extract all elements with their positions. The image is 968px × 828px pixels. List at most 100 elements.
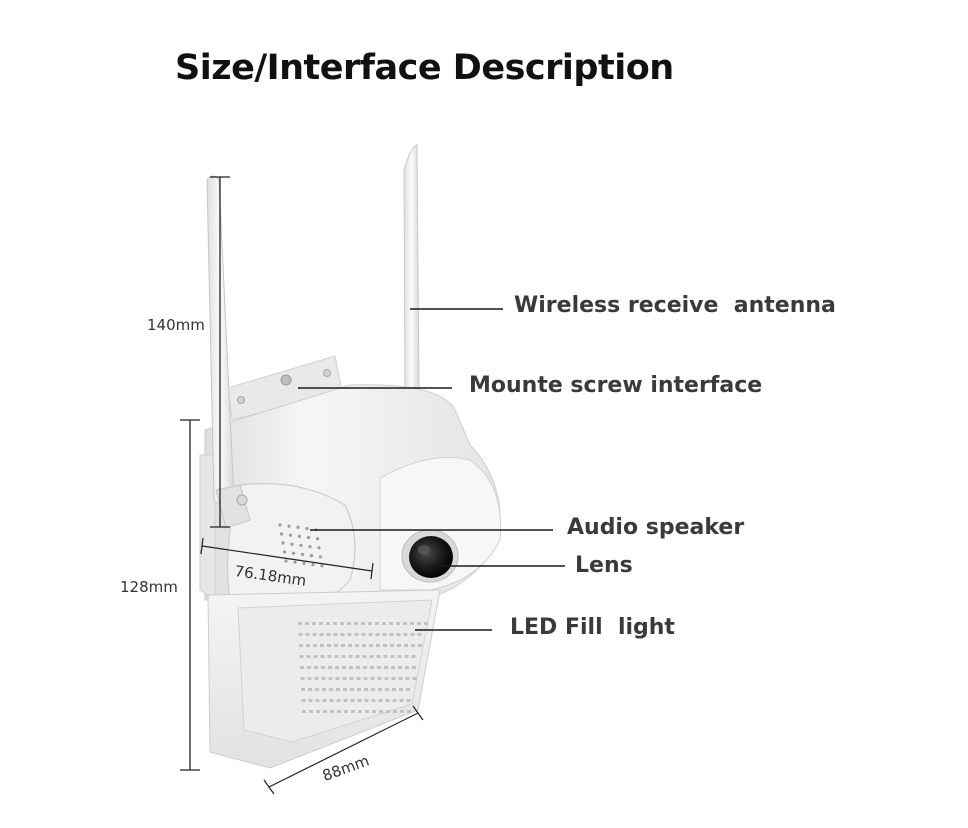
led-bead — [412, 666, 416, 669]
label-lens: Lens — [575, 553, 633, 578]
speaker-hole — [296, 525, 300, 530]
led-bead — [319, 622, 323, 625]
speaker-hole — [299, 543, 303, 548]
led-bead — [300, 666, 304, 669]
led-bead — [364, 699, 369, 702]
led-bead — [403, 622, 407, 625]
led-bead — [405, 677, 410, 680]
led-bead — [341, 644, 345, 647]
dimension-label-body-height: 128mm — [120, 578, 178, 596]
led-bead — [348, 644, 352, 647]
led-bead — [377, 677, 382, 680]
led-bead — [327, 655, 332, 658]
led-bead — [361, 633, 366, 636]
led-bead — [308, 699, 313, 702]
led-bead — [335, 666, 339, 669]
led-bead — [379, 710, 383, 713]
led-bead — [356, 677, 361, 680]
led-bead — [348, 655, 353, 658]
led-array — [298, 622, 428, 713]
speaker-hole — [317, 546, 321, 550]
led-bead — [333, 622, 337, 625]
led-bead — [369, 644, 373, 647]
led-bead — [355, 655, 360, 658]
label-mount-screw: Mounte screw interface — [469, 373, 763, 398]
led-bead — [382, 633, 387, 636]
led-bead — [382, 622, 386, 625]
led-bead — [406, 699, 411, 702]
speaker-hole — [300, 552, 305, 557]
led-bead — [343, 699, 348, 702]
led-bead — [336, 688, 340, 691]
led-bead — [372, 710, 376, 713]
led-bead — [362, 655, 367, 658]
speaker-hole — [288, 533, 293, 537]
led-bead — [369, 655, 374, 658]
dimension-88mm-line — [263, 705, 424, 795]
speaker-hole — [291, 551, 296, 555]
led-bead — [299, 655, 304, 658]
led-bead — [389, 622, 393, 625]
led-bead — [399, 699, 404, 702]
led-bead — [404, 644, 408, 647]
led-bead — [411, 644, 415, 647]
led-bead — [314, 677, 319, 680]
led-bead — [355, 644, 359, 647]
led-bead — [375, 633, 380, 636]
label-audio-speaker: Audio speaker — [567, 515, 745, 540]
led-bead — [398, 666, 402, 669]
led-bead — [302, 710, 306, 713]
led-bead — [364, 688, 368, 691]
speaker-hole — [306, 536, 311, 540]
led-bead — [405, 666, 409, 669]
led-bead — [327, 644, 331, 647]
led-bead — [300, 677, 305, 680]
led-bead — [392, 699, 397, 702]
led-bead — [344, 710, 348, 713]
led-bead — [336, 699, 341, 702]
led-bead — [312, 633, 317, 636]
led-bead — [392, 688, 396, 691]
led-bead — [349, 677, 354, 680]
led-bead — [368, 622, 372, 625]
led-bead — [315, 699, 320, 702]
led-bead — [350, 699, 355, 702]
led-bead — [326, 622, 330, 625]
led-bead — [371, 699, 376, 702]
led-bead — [390, 644, 394, 647]
dimension-140mm-line — [210, 176, 230, 528]
speaker-hole — [315, 537, 320, 541]
led-bead — [363, 677, 368, 680]
speaker-hole — [282, 550, 287, 554]
led-bead — [309, 710, 313, 713]
led-bead — [391, 666, 395, 669]
led-bead — [404, 655, 409, 658]
led-bead — [417, 622, 421, 625]
led-bead — [384, 677, 389, 680]
led-bead — [301, 699, 306, 702]
led-bead — [356, 666, 360, 669]
led-bead — [424, 622, 428, 625]
led-bead — [299, 644, 303, 647]
led-bead — [334, 655, 339, 658]
led-bead — [417, 633, 422, 636]
led-bead — [400, 710, 404, 713]
led-bead — [321, 677, 326, 680]
led-bead — [368, 633, 373, 636]
led-bead — [307, 677, 312, 680]
dimension-128mm-line — [180, 419, 200, 771]
page-title: Size/Interface Description — [175, 48, 674, 88]
led-bead — [313, 644, 317, 647]
led-bead — [305, 633, 310, 636]
led-bead — [319, 633, 324, 636]
led-bead — [341, 655, 346, 658]
speaker-hole — [311, 563, 315, 567]
bracket-screw-right — [323, 369, 331, 377]
led-bead — [349, 666, 353, 669]
led-bead — [398, 677, 403, 680]
led-bead — [411, 655, 416, 658]
led-bead — [361, 622, 365, 625]
led-bead — [371, 688, 375, 691]
led-bead — [347, 622, 351, 625]
